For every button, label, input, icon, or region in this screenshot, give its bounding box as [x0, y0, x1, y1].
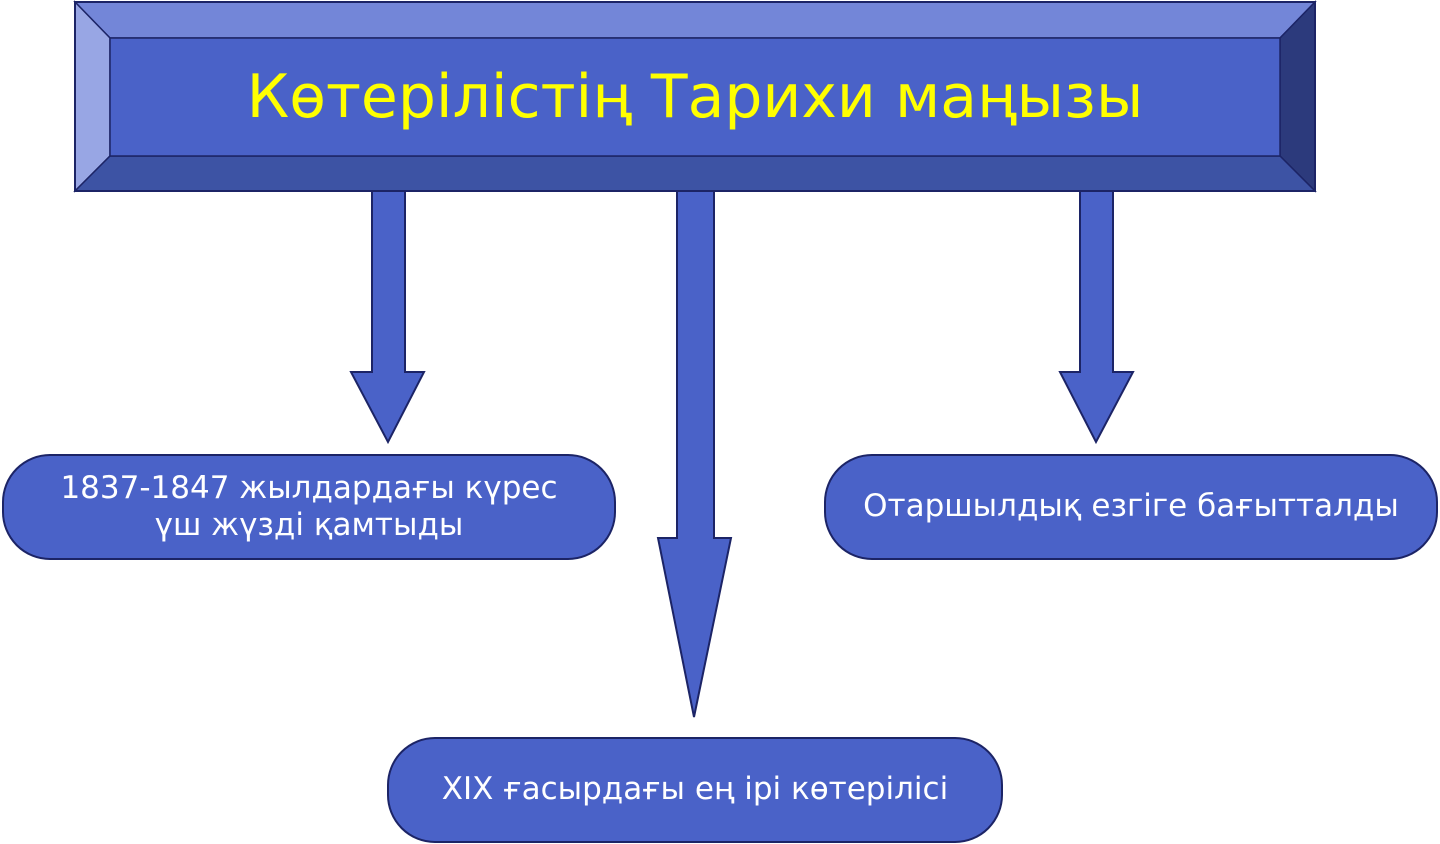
box-left-line2: үш жүзді қамтыды [154, 507, 464, 543]
arrow-right [1058, 190, 1135, 445]
title-bevel [73, 0, 1317, 193]
box-right-text: Отаршылдық езгіге бағытталды [863, 488, 1399, 525]
box-left-line1: 1837-1847 жылдардағы күрес [60, 469, 558, 506]
box-struggle-three-zhuz: 1837-1847 жылдардағы күрес үш жүзді қамт… [2, 454, 616, 560]
box-left-text: 1837-1847 жылдардағы күрес үш жүзді қамт… [60, 470, 557, 544]
arrow-center [656, 190, 733, 718]
title-face [109, 37, 1281, 157]
box-against-colonial-oppression: Отаршылдық езгіге бағытталды [824, 454, 1438, 560]
title-bevel-top [73, 1, 1317, 39]
arrow-left [349, 190, 426, 445]
diagram-title: Көтерілістің Тарихи маңызы [246, 62, 1144, 132]
box-bottom-text: XIX ғасырдағы ең ірі көтерілісі [441, 771, 949, 808]
box-largest-uprising: XIX ғасырдағы ең ірі көтерілісі [387, 737, 1003, 843]
title-bevel-bottom [73, 155, 1317, 192]
